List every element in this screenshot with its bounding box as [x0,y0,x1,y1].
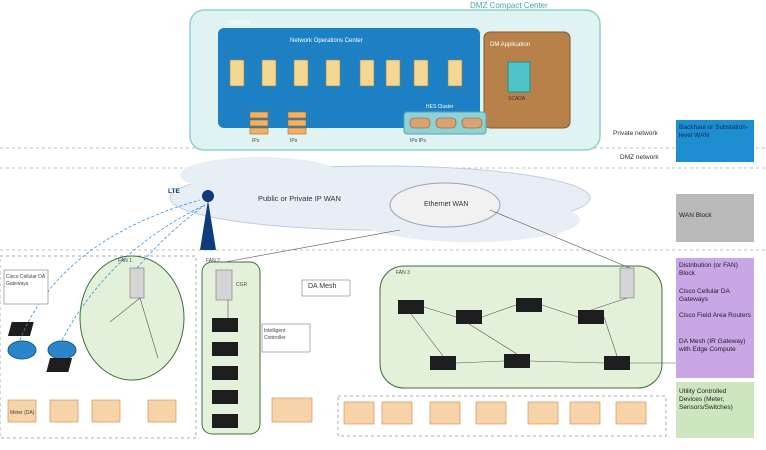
side-legend-box [676,258,754,378]
public-wan-label: Public or Private IP WAN [258,194,341,203]
dmz-network-label: DMZ network [620,154,659,161]
router-stack-icons [249,111,307,135]
cell-tower-icon [200,200,216,250]
legend-item: DA Mesh (IR Gateway) with Edge Compute [679,338,746,353]
fan1-label: FAN 1 [118,258,132,264]
gateway-icons [129,267,635,301]
server-icons [229,59,463,87]
links [109,209,676,364]
fan3-label: FAN 3 [396,270,410,276]
private-network-label: Private network [613,130,658,137]
device-row-right [337,395,667,437]
side-devices-box [676,382,754,438]
controller-callout [261,323,311,353]
hes-cluster-label: HES Cluster [426,104,454,110]
legend-item: Distribution (or FAN) Block [679,262,738,277]
side-private-box [676,120,754,162]
side-wan-text: WAN Block [679,212,712,219]
noc-box [218,28,480,128]
cgr-label: CGR [236,282,248,288]
database-icon [507,61,531,93]
legend-item: Utility Controlled Devices (Meter, Senso… [679,388,733,411]
mesh-node-icons [7,298,630,428]
side-private-text: Backhaul or Substation-level WAN [679,124,749,139]
router-icon [7,340,37,360]
side-wan-box [676,194,754,242]
server-ip-label: IPs [290,138,298,144]
fan2-label: FAN 2 [206,258,220,264]
wireless-links [19,199,206,341]
device-boxes [7,397,647,425]
router-icon [47,340,77,360]
legend-item: Cisco Field Area Routers [679,312,751,319]
lte-antenna-icon [202,190,214,202]
device-label: Meter (DA) [10,410,35,416]
da-mesh-label: DA Mesh [308,283,337,290]
fan-area-left [0,255,197,439]
controller-label: Intelligent Controller [264,328,286,341]
ethernet-wan-label: Ethernet WAN [424,201,469,208]
lte-label: LTE [168,188,180,195]
cisco-gw-callout [3,269,49,305]
app-server-label: DM Application [490,42,531,48]
hardware-label: HW00000 [228,20,251,26]
fan1-ellipse [79,255,185,381]
da-mesh-callout [301,279,351,297]
noc-label: Network Operations Center [290,38,363,44]
cisco-gw-label: Cisco Cellular DA Gateways [6,274,45,287]
ips-label: IPs IPs [410,138,426,144]
dmz-title: DMZ Compact Center [470,1,548,10]
server-ip-label: IPs [252,138,260,144]
ethernet-wan-cloud [389,182,501,228]
legend-item: Cisco Cellular DA Gateways [679,288,730,303]
scada-label: SCADA [508,96,526,102]
